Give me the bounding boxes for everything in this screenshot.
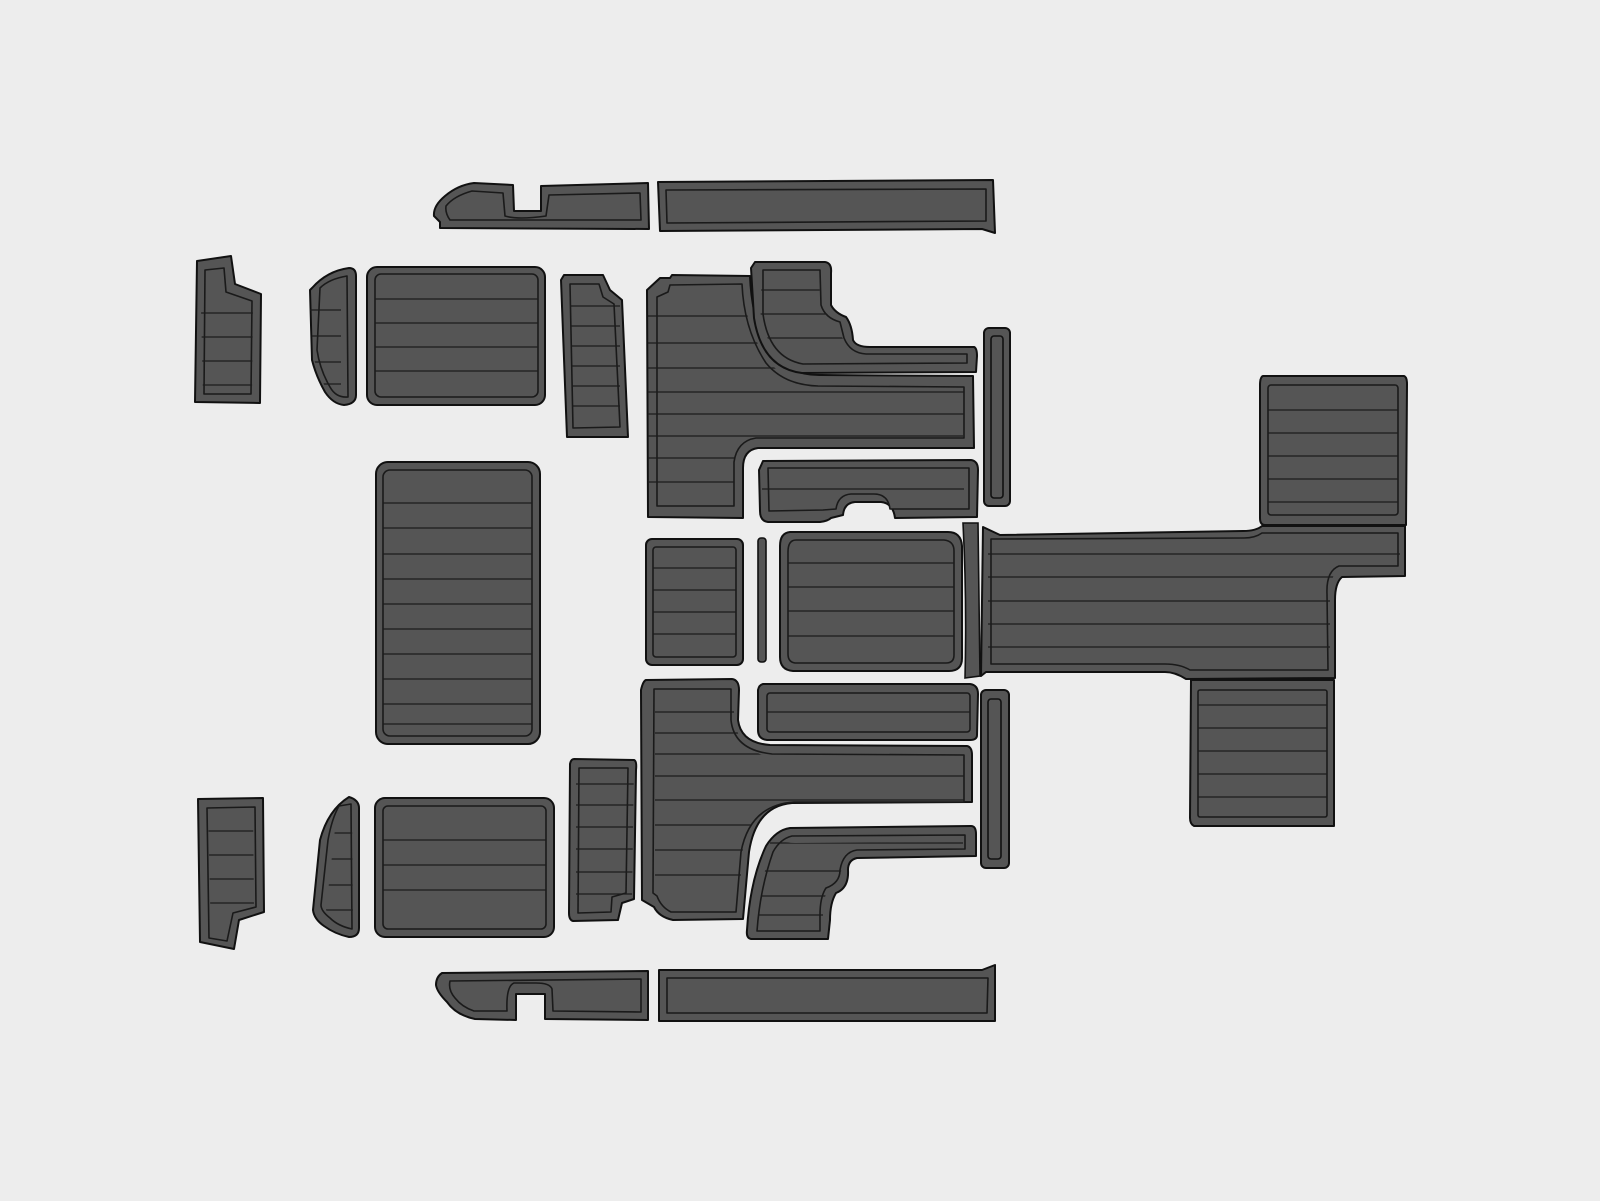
center-mid-pad <box>779 531 963 672</box>
port-coaming-aft-pad <box>657 179 996 234</box>
center-thin-strip-pad <box>757 537 767 663</box>
port-curved-l-pad <box>750 261 978 374</box>
aft-upper-swim-pad <box>1259 375 1408 526</box>
aft-lower-swim-pad <box>1189 679 1335 827</box>
starboard-bow-wedge-pad <box>312 796 360 938</box>
starboard-bow-seat-pad <box>374 797 555 938</box>
port-bow-side-pad <box>560 274 629 438</box>
aft-long-deck-pad <box>980 525 1406 680</box>
starboard-coaming-bow-pad <box>435 970 649 1021</box>
port-coaming-bow-pad <box>432 182 650 230</box>
center-sliver-pad <box>962 522 981 679</box>
starboard-curved-l-pad <box>745 825 977 940</box>
port-step-notch-pad <box>758 459 979 523</box>
starboard-narrow-strip-pad <box>980 689 1010 869</box>
starboard-bow-side-pad <box>568 758 638 922</box>
port-bow-corner-pad <box>194 255 262 404</box>
starboard-console-step-pad <box>757 683 979 741</box>
port-narrow-strip-pad <box>983 327 1011 507</box>
starboard-coaming-aft-pad <box>658 964 996 1022</box>
center-large-bow-pad <box>375 461 541 745</box>
port-bow-wedge-pad <box>309 267 357 406</box>
port-bow-seat-pad <box>366 266 546 406</box>
center-small-pad <box>645 538 744 666</box>
starboard-cockpit-l-pad <box>640 678 973 921</box>
starboard-bow-corner-pad <box>197 797 265 950</box>
